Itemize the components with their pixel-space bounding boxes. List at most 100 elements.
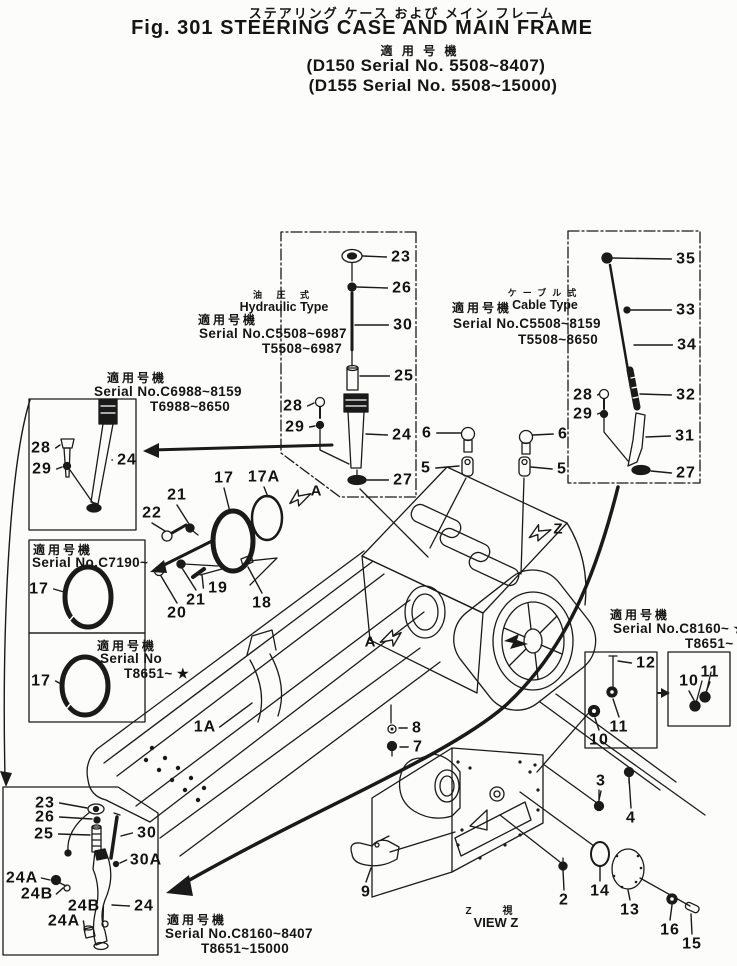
part-label-31: 31 bbox=[675, 428, 695, 445]
cable-serial-1: Serial No.C5508~8159 bbox=[453, 316, 601, 331]
leader-line-21 bbox=[181, 567, 197, 591]
ring-late-serial-1: Serial No bbox=[100, 651, 163, 666]
part-label-25: 25 bbox=[34, 826, 54, 843]
hydraulic-lever-parts bbox=[314, 248, 429, 558]
leader-line-29 bbox=[596, 412, 601, 415]
part-label-14: 14 bbox=[590, 883, 610, 900]
part-label-24B: 24B bbox=[68, 898, 100, 915]
view-z-label-en: VIEW Z bbox=[473, 915, 519, 930]
leader-line-30A bbox=[119, 859, 128, 864]
leader-line-16 bbox=[669, 904, 673, 921]
part-label-11: 11 bbox=[701, 664, 720, 681]
leader-line-10 bbox=[594, 717, 600, 731]
leader-line-15 bbox=[690, 913, 693, 935]
leader-line-26 bbox=[58, 816, 93, 820]
leader-line-30 bbox=[120, 832, 134, 837]
cable-type-tag: ケーブル式 Cable Type bbox=[508, 286, 582, 312]
lever-new-app-label: 適用号機 bbox=[167, 913, 228, 927]
leader-line-4 bbox=[628, 777, 632, 809]
part-label-4: 4 bbox=[626, 810, 636, 827]
leader-line-23 bbox=[362, 255, 388, 258]
part-label-30A: 30A bbox=[130, 852, 162, 869]
part-label-24: 24 bbox=[134, 898, 154, 915]
part-label-5: 5 bbox=[421, 460, 431, 477]
hydraulic-serial-1: Serial No.C5508~6987 bbox=[199, 326, 347, 341]
part-label-28: 28 bbox=[31, 440, 51, 457]
leader-line-24 bbox=[111, 904, 131, 907]
part-label-2: 2 bbox=[559, 892, 569, 909]
lever-old-serial-2: T6988~8650 bbox=[150, 399, 231, 414]
view-marker-label-A: A bbox=[365, 634, 376, 651]
leader-line-1A bbox=[218, 702, 253, 728]
part-label-26: 26 bbox=[35, 809, 55, 826]
leader-line-9 bbox=[365, 867, 372, 883]
part-label-7: 7 bbox=[413, 739, 423, 756]
leader-line-5 bbox=[530, 466, 553, 470]
leader-line-11 bbox=[705, 681, 711, 693]
mount-bolts-serial-1: Serial No.C8160~ ★ bbox=[613, 621, 737, 636]
leader-line-28 bbox=[306, 402, 315, 407]
serial-range-d150: (D150 Serial No. 5508~8407) bbox=[306, 56, 546, 75]
view-arrow-glyph-A bbox=[379, 629, 402, 647]
part-label-17: 17 bbox=[29, 581, 49, 598]
part-label-18: 18 bbox=[252, 595, 272, 612]
main-frame-drawing bbox=[86, 466, 706, 857]
part-label-6: 6 bbox=[558, 426, 568, 443]
part-label-3: 3 bbox=[596, 773, 606, 790]
replacement-arrows bbox=[0, 399, 620, 956]
part-label-27: 27 bbox=[676, 465, 696, 482]
part-label-28: 28 bbox=[283, 398, 303, 415]
leader-line-31 bbox=[645, 435, 672, 438]
ring-early-app-label: 適用号機 bbox=[33, 543, 94, 557]
hydraulic-type-tag-en: Hydraulic Type bbox=[239, 300, 329, 314]
leader-line-25 bbox=[57, 833, 91, 836]
part-label-22: 22 bbox=[142, 505, 162, 522]
leader-line-29 bbox=[55, 466, 63, 470]
part-label-24A: 24A bbox=[6, 870, 38, 887]
ring-early-serial-1: Serial No.C7190~ bbox=[32, 555, 149, 570]
part-label-35: 35 bbox=[676, 251, 696, 268]
lever-old-serial-1: Serial No.C6988~8159 bbox=[94, 384, 242, 399]
view-marker-label-A: A bbox=[311, 483, 322, 500]
leader-line-35 bbox=[612, 257, 673, 260]
part-label-8: 8 bbox=[412, 720, 422, 737]
leader-line-24A bbox=[82, 920, 86, 932]
cable-app-label: 適用号機 bbox=[452, 301, 513, 315]
part-label-23: 23 bbox=[35, 795, 55, 812]
leader-line-19 bbox=[201, 574, 205, 589]
old-lever-box-parts bbox=[60, 398, 118, 513]
part-label-16: 16 bbox=[660, 922, 680, 939]
view-z-label-jp: Z 視 bbox=[465, 906, 527, 917]
leader-line-11 bbox=[612, 698, 620, 718]
part-label-24: 24 bbox=[117, 452, 137, 469]
view-z-drawing bbox=[350, 704, 700, 914]
leader-line-12 bbox=[617, 660, 633, 664]
ring-late-serial-2: T8651~ ★ bbox=[124, 666, 190, 681]
leader-line-24B bbox=[55, 887, 64, 895]
figure-title: Fig. 301 STEERING CASE AND MAIN FRAME bbox=[131, 17, 593, 39]
frame-bolt-holes bbox=[143, 745, 207, 803]
part-label-15: 15 bbox=[682, 936, 702, 953]
part-label-33: 33 bbox=[676, 302, 696, 319]
lever-new-serial-1: Serial No.C8160~8407 bbox=[165, 926, 313, 941]
part-label-20: 20 bbox=[167, 605, 187, 622]
mount-bolts-serial-2: T8651~ ★ bbox=[685, 636, 737, 651]
leader-line-2 bbox=[562, 869, 565, 891]
serial-range-d155: (D155 Serial No. 5508~15000) bbox=[308, 76, 558, 95]
part-label-17: 17 bbox=[214, 470, 234, 487]
leader-line-3 bbox=[598, 790, 602, 801]
part-label-21: 21 bbox=[167, 487, 187, 504]
leader-line-24 bbox=[365, 433, 389, 436]
part-label-17: 17 bbox=[31, 673, 51, 690]
cable-serial-2: T5508~8650 bbox=[518, 332, 599, 347]
leader-line-5 bbox=[435, 465, 460, 469]
mount-bolts-app-label: 適用号機 bbox=[610, 608, 671, 622]
cable-lever-parts bbox=[598, 252, 651, 476]
part-label-32: 32 bbox=[676, 387, 696, 404]
leader-line-20 bbox=[160, 575, 178, 604]
part-label-24A: 24A bbox=[48, 913, 80, 930]
leader-line-6 bbox=[532, 433, 554, 436]
